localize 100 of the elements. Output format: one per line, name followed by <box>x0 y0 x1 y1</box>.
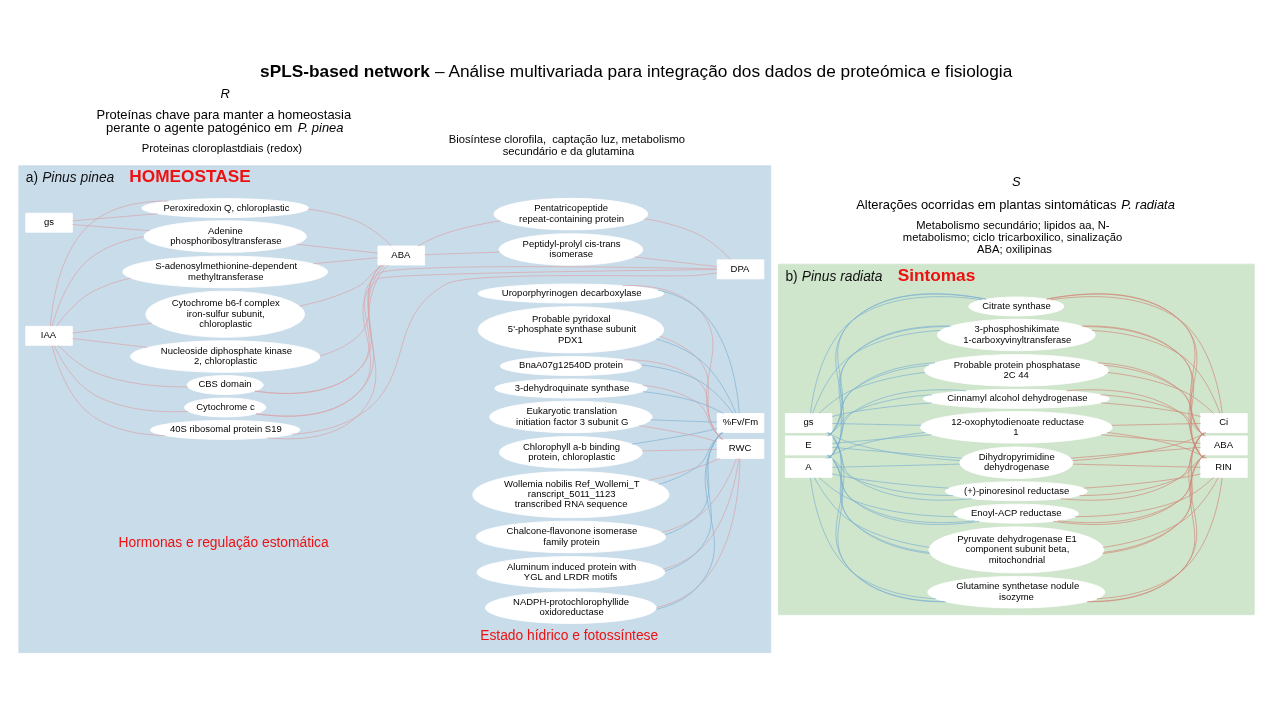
connector <box>1053 432 1205 525</box>
connector <box>832 463 960 468</box>
connector <box>1066 389 1205 459</box>
connector <box>1100 394 1206 437</box>
connector <box>1057 454 1205 523</box>
node-ellipse: BnaA07g12540D protein <box>499 356 642 376</box>
node-box: %Fv/Fm <box>716 413 765 433</box>
node-ellipse: Pentatricopeptide repeat-containing protein <box>493 197 649 231</box>
connector <box>657 289 740 414</box>
connector <box>72 213 158 222</box>
node-box: ABA <box>1200 435 1248 456</box>
connector <box>53 345 189 413</box>
connector <box>296 243 379 254</box>
node-ellipse: Peptidyl-prolyl cis-trans isomerase <box>498 233 644 266</box>
connector <box>1107 372 1214 414</box>
node-ellipse: CBS domain <box>186 375 264 395</box>
connector <box>1096 477 1223 600</box>
connector <box>56 277 131 327</box>
connector <box>623 359 723 440</box>
connector <box>1100 402 1201 417</box>
connector <box>832 447 963 459</box>
connector <box>656 338 737 414</box>
connector <box>826 454 954 496</box>
connector <box>1072 432 1207 461</box>
node-ellipse: Cytochrome b6-f complex iron-sulfur subunit, chloroplastic <box>145 290 305 338</box>
node-ellipse: Probable protein phosphatase 2C 44 <box>923 354 1109 387</box>
connector <box>72 322 152 334</box>
connector <box>1083 326 1204 437</box>
connector <box>1103 364 1205 437</box>
node-ellipse: Cytochrome c <box>184 397 267 418</box>
connector <box>1111 423 1201 426</box>
connector <box>424 251 500 256</box>
label: Biosíntese clorofila, captação luz, metabolismo secundário e da glutamina <box>448 132 686 157</box>
connector <box>1100 434 1201 444</box>
connector <box>631 428 718 445</box>
node-ellipse: S-adenosylmethionine-dependent methyltransferase <box>122 255 328 289</box>
node-ellipse: (+)-pinoresinol reductase <box>945 481 1088 502</box>
node-ellipse: Pyruvate dehydrogenase E1 component subunit beta, mitochondrial <box>928 526 1105 574</box>
connector <box>1102 477 1219 548</box>
connector <box>638 425 718 442</box>
connector <box>255 269 718 417</box>
connector <box>299 264 384 307</box>
node-box: RWC <box>716 439 765 459</box>
label: Alterações ocorridas em plantas sintomáticas P. radiata <box>856 196 1175 212</box>
connector <box>622 285 723 440</box>
label: Estado hídrico e fotossíntese <box>480 626 659 643</box>
node-ellipse: 40S ribosomal protein S19 <box>149 420 301 440</box>
node-ellipse: Cinnamyl alcohol dehydrogenase <box>922 388 1110 409</box>
node-ellipse: 12-oxophytodienoate reductase 1 <box>920 411 1113 444</box>
connector <box>50 200 169 327</box>
connector <box>648 458 721 481</box>
connector <box>661 458 737 533</box>
node-ellipse: Uroporphyrinogen decarboxylase <box>477 283 665 304</box>
connector <box>818 477 958 518</box>
connector <box>1107 432 1208 459</box>
label: Proteínas chave para manter a homeostasia perante o agente patogénico em P. pinea <box>96 107 352 136</box>
node-box: DPA <box>716 259 765 280</box>
node-box: gs <box>785 413 833 433</box>
connector <box>57 345 189 388</box>
node-box: gs <box>25 212 73 233</box>
node-box: A <box>785 458 833 478</box>
connector <box>828 364 930 437</box>
connector <box>51 345 166 436</box>
connector <box>1083 473 1201 489</box>
connector <box>307 208 392 247</box>
connector <box>1075 477 1214 518</box>
label: Proteinas cloroplastdiais (redox) <box>141 142 303 155</box>
connector <box>640 364 734 414</box>
connector <box>658 432 724 485</box>
connector <box>1079 454 1206 496</box>
connector <box>814 477 930 548</box>
node-ellipse: Chalcone-flavonone isomerase family protein <box>475 520 666 554</box>
connector <box>72 224 151 231</box>
label: Hormonas e regulação estomática <box>118 534 329 551</box>
label: S <box>1012 174 1021 190</box>
connector <box>662 458 739 570</box>
connector <box>634 256 718 268</box>
connector <box>650 419 718 423</box>
node-ellipse: Glutamine synthetase nodule isozyme <box>927 576 1106 609</box>
node-ellipse: NADPH-protochlorophyllide oxidoreductase <box>485 591 657 624</box>
connector <box>831 473 949 489</box>
connector <box>825 432 926 459</box>
connector <box>832 423 922 426</box>
connector <box>828 454 975 523</box>
node-box: RIN <box>1200 458 1248 478</box>
connector <box>255 264 385 417</box>
connector <box>641 449 718 452</box>
node-ellipse: Aluminum induced protein with YGL and LRDR motifs <box>476 556 666 589</box>
connector <box>1091 330 1221 414</box>
node-ellipse: Eukaryotic translation initiation factor 3 subunit G <box>489 400 653 434</box>
node-ellipse: Enoyl-ACP reductase <box>953 503 1079 524</box>
connector <box>267 264 389 440</box>
connector <box>1070 447 1201 459</box>
connector <box>51 236 145 327</box>
diagram-title: sPLS-based network – Análise multivariada para integração dos dados de proteómica e fisiologia <box>260 60 1013 81</box>
connector <box>810 477 936 600</box>
label: R <box>220 86 230 101</box>
connector <box>72 338 148 348</box>
connector <box>642 391 724 414</box>
connector <box>810 296 983 414</box>
